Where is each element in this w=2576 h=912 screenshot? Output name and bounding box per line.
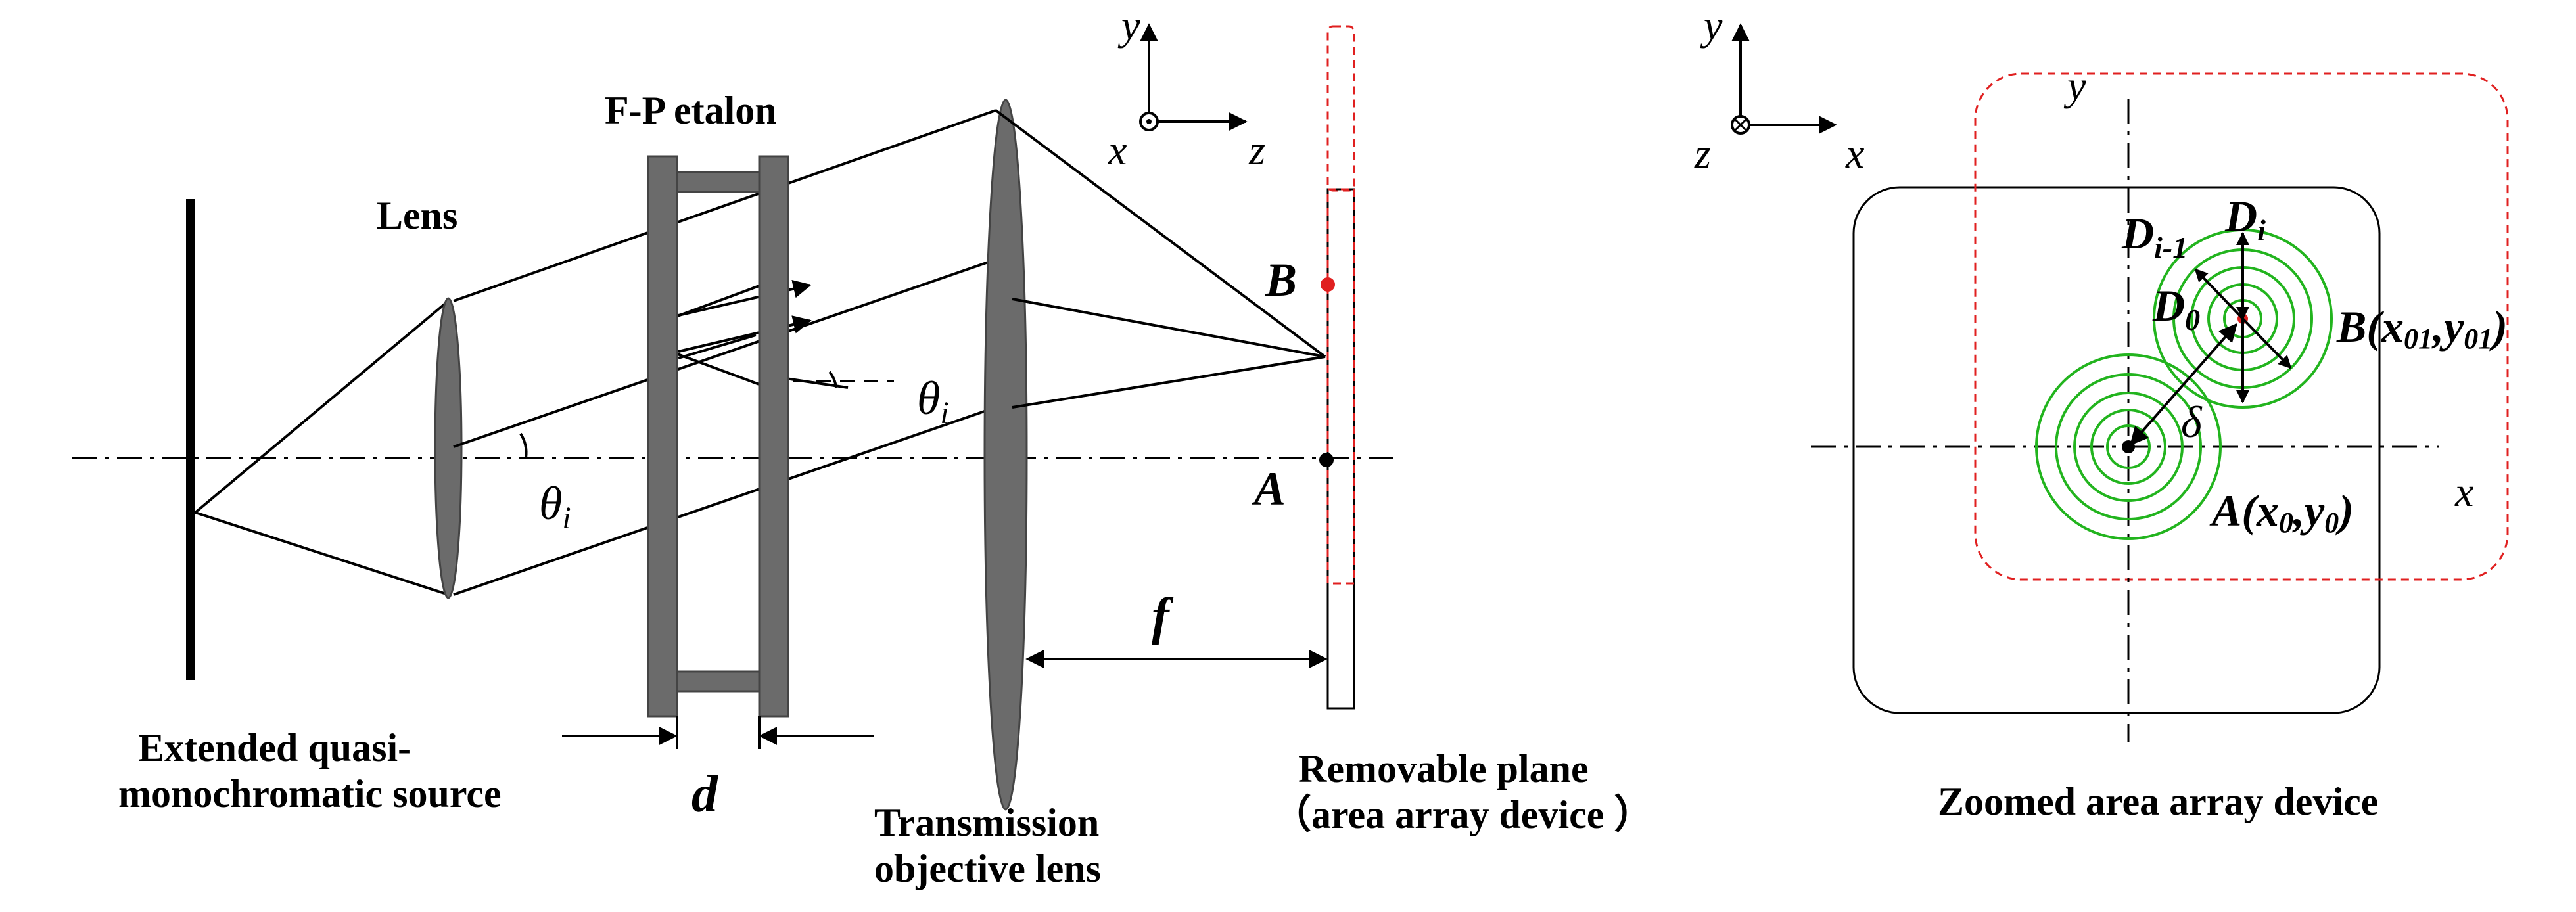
theta-label-lens: θi [539,477,571,536]
D-i-label: Di [2224,191,2266,247]
delta-arrow [2130,323,2237,446]
D-i-minus-1-arrow [2194,268,2244,320]
source-label-line2: monochromatic source [118,772,502,815]
D-i-minus-1-arrow-lower [2241,317,2292,369]
removable-plane-upper [1326,25,1355,192]
source-label-line1: Extended quasi- [138,726,411,769]
transmission-label-line2: objective lens [874,847,1101,890]
theta-arc-lens [519,432,528,459]
triad-left-y-label: y [1117,2,1140,49]
triad-right-z-label: z [1694,130,1711,177]
triad-left-z-label: z [1248,127,1265,173]
point-B-label: B [1265,254,1297,306]
theta-label-etalon: θi [917,372,949,430]
removable-label-line2: （area array device ） [1272,792,1653,836]
f-label: f [1152,588,1174,646]
removable-label-line1: Removable plane [1298,747,1589,790]
transmission-objective-lens [983,99,1028,811]
d-label: d [691,765,718,823]
D-0-label: D0 [2152,281,2200,336]
removable-plane [1326,188,1355,710]
zoom-y-label: y [2063,62,2086,109]
fp-etalon [647,155,789,718]
triad-right-y-label: y [1700,2,1723,49]
source-rays [194,300,450,596]
transmission-label-line1: Transmission [874,801,1099,844]
reflected-arrow-1 [678,280,812,317]
converging-rays [995,109,1326,409]
point-B-dot [1321,277,1335,292]
triad-left-x-label: x [1108,127,1127,173]
area-array-frame [1852,186,2381,714]
point-A-dot [1319,453,1334,467]
removable-plane-red-section [1326,188,1355,585]
ring-pattern-A [2035,353,2222,540]
coordinate-triad-right [1731,23,1837,135]
coord-B-label: B(x01,y01) [2336,302,2508,355]
triad-right-x-label: x [1845,130,1864,177]
point-A-label: A [1252,463,1286,515]
fp-etalon-label: F-P etalon [605,89,777,132]
coord-A-label: A(x0,y0) [2209,486,2354,539]
lens-label: Lens [377,194,457,237]
zoomed-device-label: Zoomed area array device [1938,780,2378,823]
delta-label: δ [2181,397,2203,447]
theta-arc-etalon [828,371,837,388]
D-i-minus-1-label: Di-1 [2121,208,2188,264]
lens [434,297,463,599]
coordinate-triad-left [1139,23,1248,131]
zoom-x-label: x [2454,468,2473,515]
